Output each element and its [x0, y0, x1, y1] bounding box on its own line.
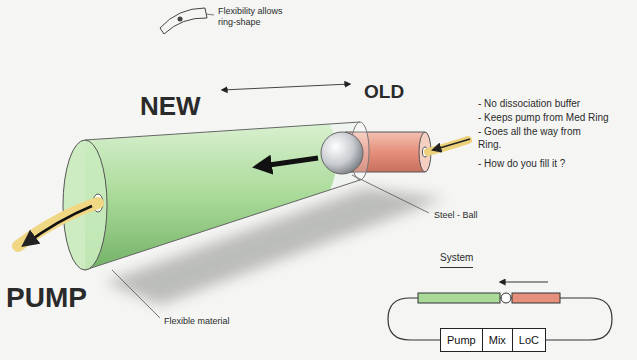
- note-text: - No dissociation buffer: [478, 98, 628, 111]
- leader-line: [352, 175, 429, 213]
- group-heading: System: [440, 252, 473, 268]
- flow-arrow: [262, 158, 318, 166]
- outlet-tube: [18, 203, 98, 246]
- steel-ball: [321, 132, 363, 174]
- note-text: - Goes all the way from Ring.: [478, 126, 596, 151]
- flex-tube-sketch: [160, 8, 207, 34]
- flow-arrow: [24, 206, 92, 245]
- flex-tube-ball: [178, 17, 183, 22]
- new-cone: [85, 124, 337, 270]
- part-label: Flexible material: [164, 316, 230, 327]
- note-text: - How do you fill it ?: [478, 158, 628, 171]
- pump-box: Pump: [440, 328, 483, 352]
- note-text: Flexibility allows ring-shape: [218, 6, 302, 29]
- box-label: LoC: [519, 333, 539, 347]
- leader-line: [206, 14, 214, 15]
- flow-arrow: [433, 139, 470, 150]
- double-arrow: [222, 84, 350, 90]
- cone-outline: [85, 122, 360, 270]
- note-text: - Keeps pump from Med Ring: [478, 112, 628, 125]
- section-heading: NEW: [140, 90, 201, 123]
- box-label: Mix: [489, 333, 506, 347]
- box-label: Pump: [447, 333, 476, 347]
- loc-box: LoC: [512, 328, 546, 352]
- old-tube-symbol: [512, 293, 560, 303]
- part-label: PUMP: [6, 280, 87, 315]
- flow-arrow: [500, 282, 548, 283]
- mix-box: Mix: [482, 328, 513, 352]
- section-heading: OLD: [364, 80, 404, 104]
- new-tube-symbol: [418, 293, 500, 303]
- ball-symbol: [501, 293, 511, 303]
- part-label: Steel - Ball: [434, 210, 478, 221]
- flex-tube-sketch: [164, 18, 207, 34]
- leader-line: [112, 270, 160, 318]
